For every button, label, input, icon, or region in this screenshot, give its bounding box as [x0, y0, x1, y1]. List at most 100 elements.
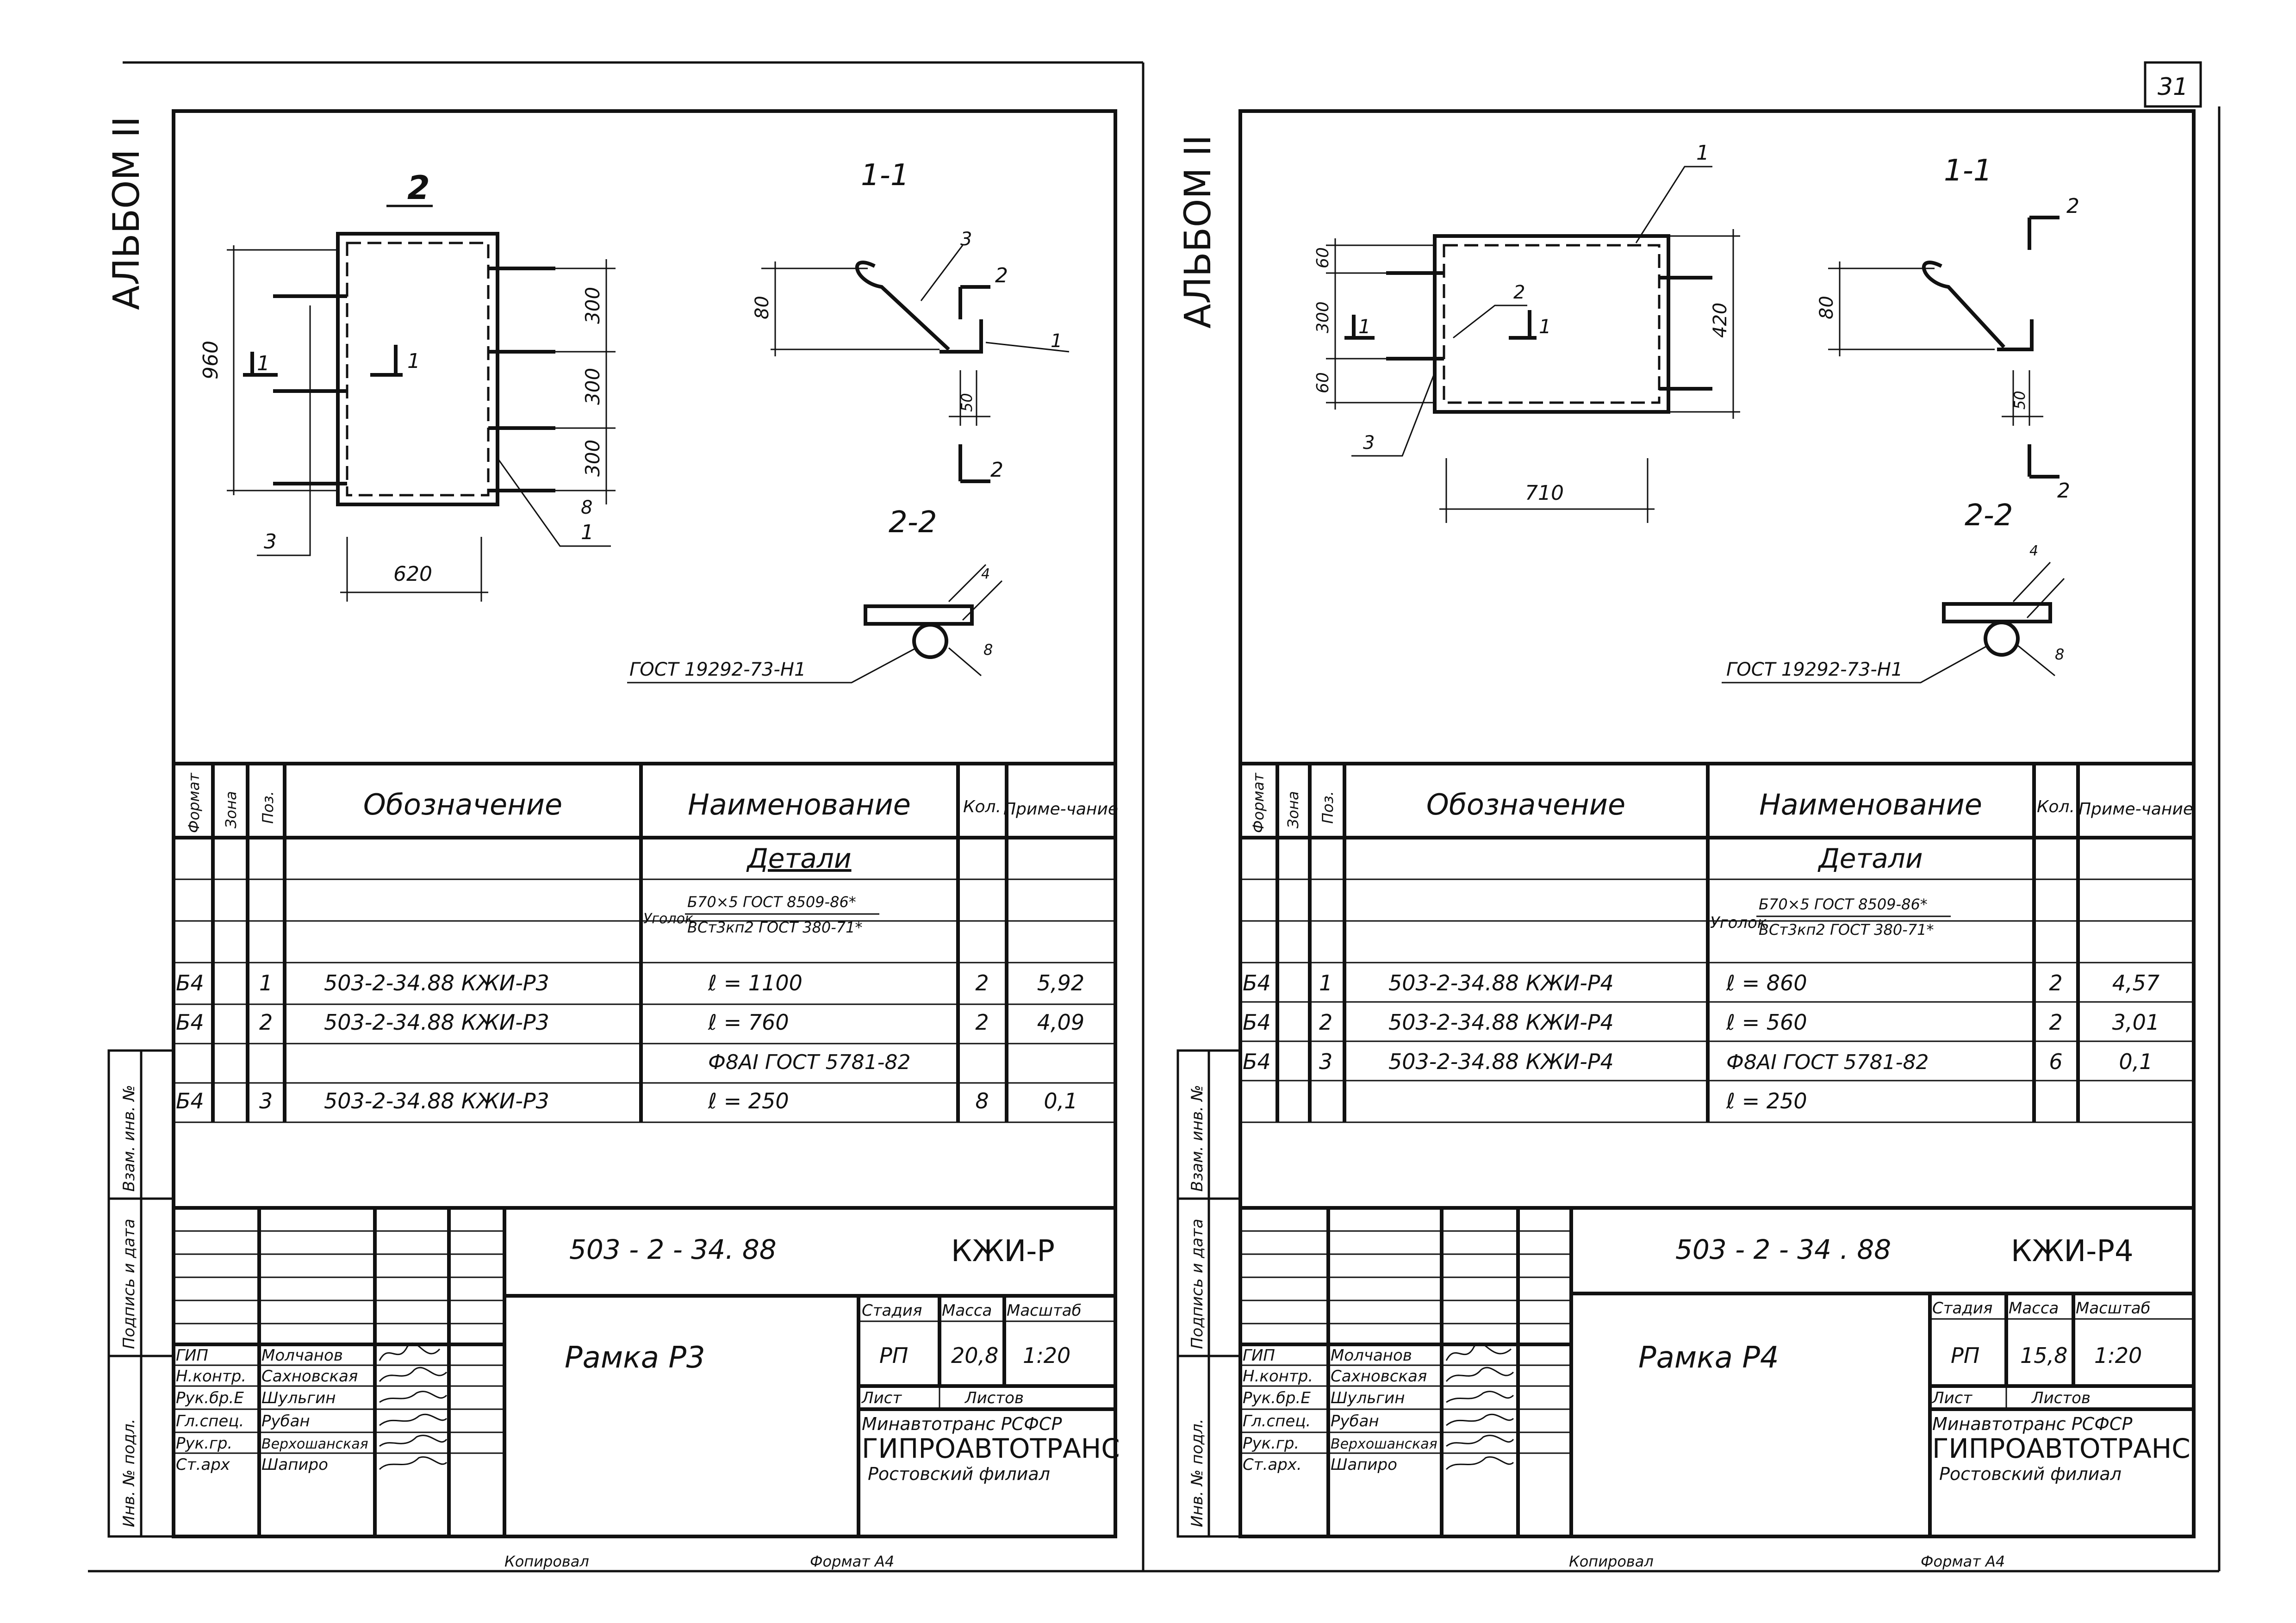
sheet-1-stage: РП — [879, 1343, 908, 1368]
sheet-1-person-2: Шульгин — [261, 1389, 336, 1407]
sheet-2-r0-format: Б4 — [1243, 970, 1271, 995]
sheet-1-header-designation: Обозначение — [363, 788, 562, 821]
sheet-2-pos3-label: 3 — [1363, 432, 1375, 454]
sheet-1-pos1-label: 1 — [581, 521, 594, 544]
sheet-1: АЛЬБОМ II 2 960 3 — [106, 109, 1120, 1570]
sheet-2-role-3: Гл.спец. — [1243, 1412, 1311, 1430]
sheet-1-header-format: Формат — [185, 772, 203, 833]
sheet-2-dim-80: 80 — [1816, 296, 1837, 319]
sheet-2-r0-note: 4,57 — [2112, 970, 2159, 995]
sheet-1-org1: Минавтотранс РСФСР — [862, 1414, 1062, 1434]
sheet-2-signature-1 — [1445, 1367, 1514, 1382]
sheet-1-dim-50: 50 — [958, 393, 976, 412]
sheet-1-r0-name: ℓ = 1100 — [708, 970, 803, 995]
sheet-1-person-0: Молчанов — [261, 1346, 343, 1365]
sheet-1-role-1: Н.контр. — [176, 1367, 246, 1386]
sheet-1-cut-top: 2 — [995, 264, 1008, 287]
sheet-1-role-2: Рук.бр.Е — [176, 1389, 244, 1407]
sheet-2-person-3: Рубан — [1331, 1412, 1379, 1430]
sheet-2-r2-pos: 3 — [1319, 1049, 1332, 1074]
sheet-1-header-name: Наименование — [688, 788, 911, 821]
sheet-1-scale-label: Масштаб — [1007, 1301, 1082, 1320]
sheet-1-r1-format: Б4 — [176, 1010, 204, 1035]
sheet-2-cut-top: 2 — [2066, 194, 2079, 218]
sheet-2-r1-qty: 2 — [2049, 1010, 2062, 1035]
sheet-2-side-stamp: Инв. № подл. Подпись и дата Взам. инв. № — [1176, 1049, 1242, 1538]
sheet-1-r0-qty: 2 — [975, 970, 989, 995]
sheet-2-hook-bar — [1922, 261, 2005, 348]
sheet-1-r1-note: 4,09 — [1037, 1010, 1084, 1035]
sheet-2-role-4: Рук.гр. — [1243, 1434, 1299, 1453]
sheet-2-dim-8: 8 — [2055, 646, 2064, 663]
sheet-1-copied: Копировал — [504, 1553, 589, 1570]
sheet-1-dim-width: 620 — [393, 562, 432, 586]
sheet-2-r2-format: Б4 — [1243, 1049, 1271, 1074]
sheet-2-cut-bottom: 2 — [2057, 479, 2070, 503]
sheet-1-sheets-label: Листов — [964, 1389, 1024, 1407]
sheet-2-header-pos: Поз. — [1319, 791, 1337, 824]
sheet-2-org1: Минавтотранс РСФСР — [1932, 1414, 2132, 1434]
sheet-1-side-stamp: Инв. № подл. Подпись и дата Взам. инв. № — [107, 1049, 175, 1538]
sheet-1-section-22-title: 2-2 — [889, 505, 937, 540]
sheet-2-podpis-data: Подпись и дата — [1188, 1219, 1207, 1349]
sheet-2-r1-name: ℓ = 560 — [1726, 1010, 1807, 1035]
sheet-2-section-title: Детали — [1817, 843, 1923, 874]
sheet-1-r1-pos: 2 — [259, 1010, 273, 1035]
sheet-1-r0-format: Б4 — [176, 970, 204, 995]
sheet-1-role-0: ГИП — [176, 1346, 208, 1365]
sheet-1-angle-top: Б70×5 ГОСТ 8509-86* — [687, 893, 856, 911]
sheet-2-scale-label: Масштаб — [2076, 1299, 2151, 1318]
sheet-1-cut-right: 1 — [407, 349, 420, 373]
sheet-1-album: АЛЬБОМ II — [106, 116, 148, 310]
sheet-2-angle-bottom: ВСт3кп2 ГОСТ 380-71* — [1759, 921, 1934, 939]
sheet-2-r1-pos: 2 — [1319, 1010, 1332, 1035]
sheet-2-section-11: 1-1 80 2 50 2 — [1816, 154, 2079, 503]
sheet-2-mass-label: Масса — [2009, 1299, 2059, 1318]
sheet-1-person-5: Шапиро — [261, 1455, 328, 1474]
sheet-2-header-format: Формат — [1250, 772, 1267, 833]
sheet-2-mass: 15,8 — [2020, 1343, 2067, 1368]
sheet-1-person-1: Сахновская — [261, 1367, 358, 1386]
sheet-2-org3: Ростовский филиал — [1939, 1464, 2122, 1484]
sheet-2-r1-designation: 503-2-34.88 КЖИ-Р4 — [1388, 1010, 1614, 1035]
sheet-1-signature-4 — [379, 1435, 448, 1447]
sheet-2-person-2: Шульгин — [1331, 1389, 1405, 1407]
sheet-2-frame — [1238, 109, 2196, 1538]
sheet-1-signature-1 — [379, 1367, 448, 1382]
sheet-2-r0-pos: 1 — [1319, 970, 1332, 995]
sheet-1-dim-corner: 8 — [581, 497, 592, 518]
sheet-2-sheets-label: Листов — [2031, 1389, 2091, 1407]
sheet-2-r2-qty: 6 — [2049, 1049, 2062, 1074]
sheet-1-section-11: 1-1 80 3 1 2 50 2 — [752, 158, 1070, 483]
sheet-1-elevation-view: 2 960 300 300 300 — [199, 169, 616, 602]
sheet-2-vzam-inv: Взам. инв. № — [1188, 1085, 1207, 1192]
sheet-2-mark: КЖИ-Р4 — [2011, 1234, 2134, 1269]
sheet-2-album: АЛЬБОМ II — [1177, 135, 1219, 329]
sheet-1-s11-pos3: 3 — [960, 229, 972, 250]
sheet-2-stage: РП — [1951, 1343, 1979, 1368]
sheet-1-r2-name: Ф8АI ГОСТ 5781-82 — [708, 1051, 911, 1074]
sheet-2-pos1-label: 1 — [1696, 141, 1709, 165]
sheet-1-weld: ГОСТ 19292-73-Н1 — [629, 659, 806, 680]
sheet-2-cut-right: 1 — [1539, 315, 1551, 338]
sheet-2-r0-name: ℓ = 860 — [1726, 970, 1807, 995]
sheet-1-r3-designation: 503-2-34.88 КЖИ-Р3 — [324, 1088, 549, 1113]
sheet-1-mark: КЖИ-Р — [951, 1234, 1055, 1269]
sheet-1-angle-bottom: ВСт3кп2 ГОСТ 380-71* — [687, 919, 863, 936]
sheet-2-dim-width: 710 — [1525, 481, 1564, 505]
sheet-1-header-zone: Зона — [222, 791, 240, 828]
sheet-1-dim-8: 8 — [983, 641, 993, 659]
sheet-1-cut-bottom: 2 — [990, 458, 1003, 482]
sheet-2-signature-3 — [1446, 1413, 1514, 1426]
sheet-2-r3-name: ℓ = 250 — [1726, 1088, 1807, 1113]
sheet-2-r0-designation: 503-2-34.88 КЖИ-Р4 — [1388, 970, 1614, 995]
sheet-2-header-note: Приме-чание — [2078, 800, 2193, 819]
sheet-2-section-11-title: 1-1 — [1944, 154, 1992, 188]
sheet-2-stage-label: Стадия — [1932, 1299, 1992, 1318]
sheet-2-header-qty: Кол. — [2037, 797, 2075, 816]
sheet-1-header-pos: Поз. — [259, 791, 277, 824]
sheet-1-role-3: Гл.спец. — [176, 1412, 244, 1430]
sheet-1-dim-height: 960 — [199, 341, 223, 379]
sheet-1-dim-a: 300 — [581, 287, 604, 324]
